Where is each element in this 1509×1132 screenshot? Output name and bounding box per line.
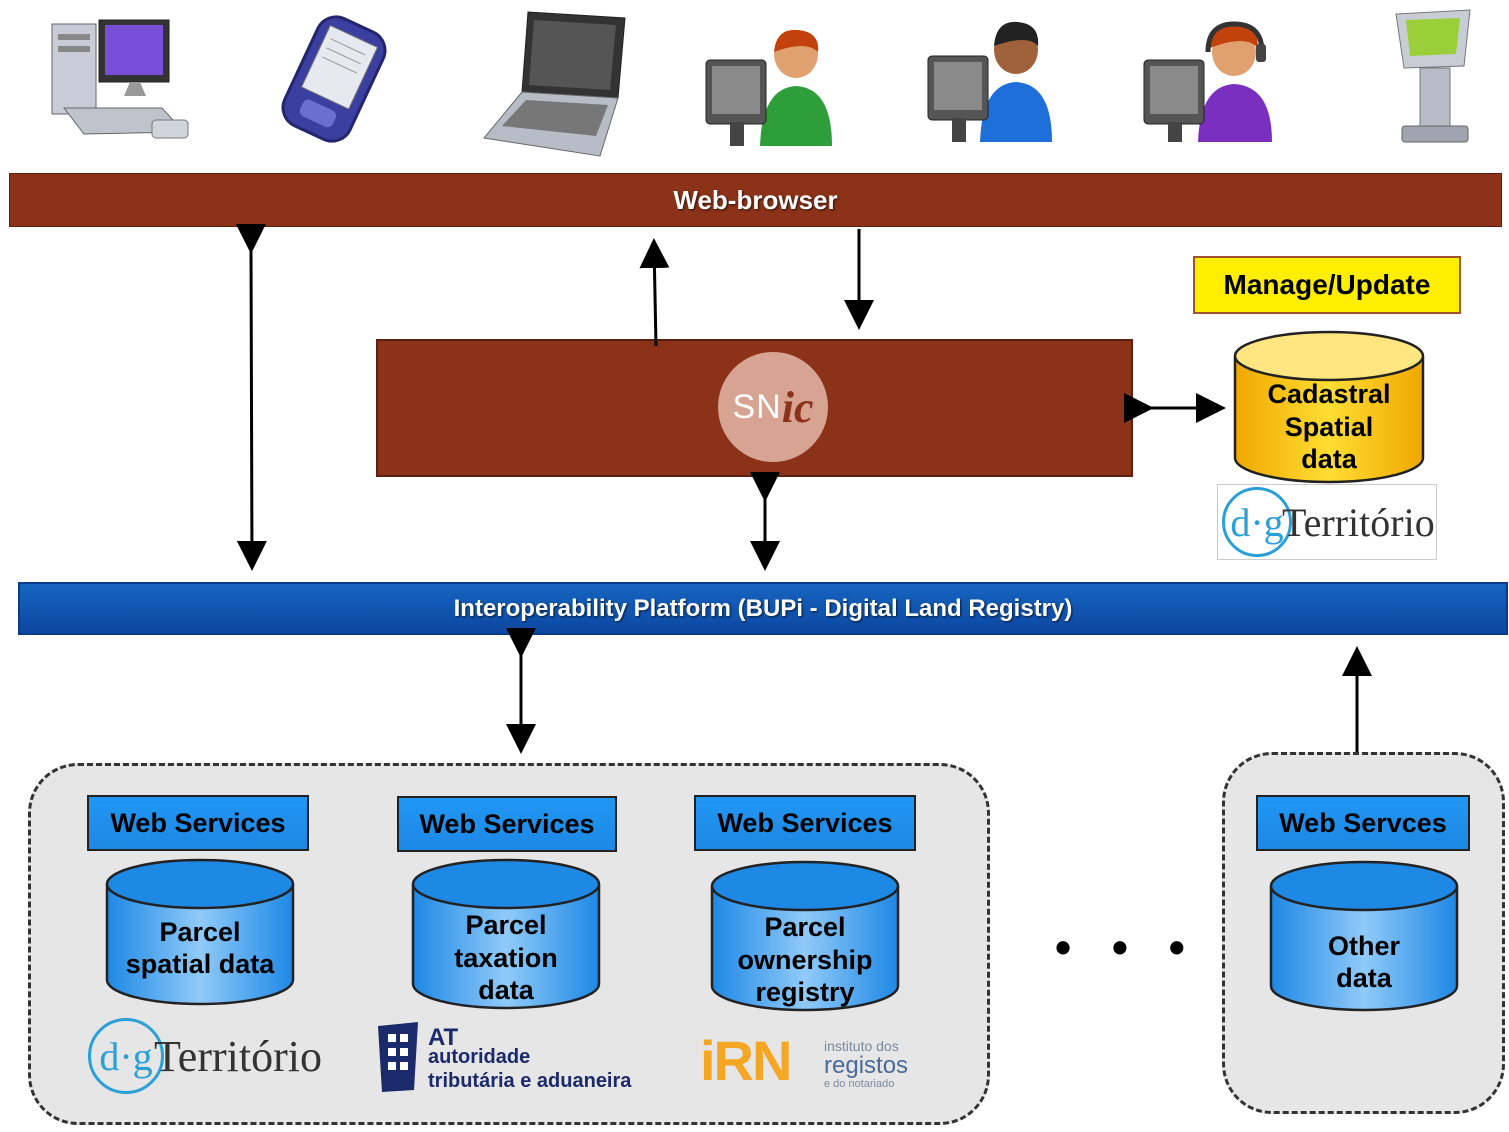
web-browser-layer: Web-browser (9, 173, 1502, 227)
interoperability-platform-label: Interoperability Platform (BUPi - Digita… (453, 594, 1073, 622)
web-services-label: Web Servces (1279, 807, 1447, 838)
at-abbr: AT (428, 1024, 459, 1051)
web-services-label: Web Services (717, 807, 893, 838)
laptop-icon (483, 11, 626, 157)
user-green-icon (705, 29, 832, 146)
other-data-label: Other data (1271, 924, 1457, 1000)
at-line-1: autoridade (428, 1046, 531, 1068)
irn-line-2: registos (824, 1052, 909, 1079)
parcel-ownership-registry-label: Parcel ownership registry (712, 908, 898, 1012)
dgterritorio-text: Território (154, 1031, 322, 1081)
cadastral-line-1: Cadastral (1267, 379, 1391, 410)
parcel-ownership-line-1: Parcel (764, 912, 846, 943)
manage-update-label: Manage/Update (1223, 269, 1431, 300)
more-providers-ellipsis: • • • (1055, 921, 1199, 973)
cadastral-line-2: Spatial (1284, 411, 1374, 442)
cadastral-line-3: data (1301, 444, 1357, 475)
web-services-box-spatial: Web Services (87, 795, 309, 851)
parcel-taxation-data-label: Parcel taxation data (413, 906, 599, 1010)
parcel-taxation-line-1: Parcel (465, 910, 547, 941)
other-data-line-1: Other (1327, 930, 1400, 961)
desktop-computer-icon (51, 19, 189, 139)
parcel-taxation-line-2: taxation (454, 942, 558, 973)
at-line-2: tributária e aduaneira (428, 1070, 632, 1092)
web-services-box-other: Web Servces (1256, 795, 1470, 851)
parcel-taxation-line-3: data (478, 975, 534, 1006)
irn-line-3: e do notariado (824, 1078, 895, 1090)
kiosk-icon (1395, 9, 1471, 143)
web-browser-label: Web-browser (673, 184, 838, 215)
web-services-box-taxation: Web Services (397, 796, 617, 852)
irn-line-1: instituto dos (824, 1038, 899, 1054)
snic-logo-ic: ic (781, 382, 814, 432)
snic-logo-sn: SN (732, 387, 782, 426)
dgterritorio-mark: d·g (1222, 487, 1292, 557)
parcel-spatial-line-1: Parcel (159, 916, 241, 947)
dgterritorio-text: Território (1282, 499, 1435, 545)
parcel-ownership-line-3: registry (755, 977, 855, 1008)
web-services-label: Web Services (110, 807, 286, 838)
irn-logo: iRN instituto dos registos e do notariad… (700, 1029, 920, 1094)
at-logo: AT autoridade tributária e aduaneira (372, 1020, 652, 1096)
parcel-ownership-line-2: ownership (737, 944, 873, 975)
web-services-label: Web Services (419, 808, 595, 839)
parcel-spatial-data-label: Parcel spatial data (107, 908, 293, 988)
dgterritorio-mark: d·g (88, 1018, 164, 1094)
cadastral-spatial-data-cylinder (1233, 330, 1425, 484)
dgterritorio-logo-bottom: d·g Território (88, 1018, 322, 1094)
manage-update-box: Manage/Update (1193, 256, 1461, 314)
dgterritorio-logo-top: d·g Território (1217, 484, 1437, 560)
cadastral-spatial-data-label: Cadastral Spatial data (1232, 372, 1426, 482)
web-services-box-ownership: Web Services (694, 795, 916, 851)
pda-icon (281, 15, 387, 143)
other-data-line-2: data (1336, 963, 1392, 993)
parcel-spatial-line-2: spatial data (125, 949, 275, 979)
user-blue-icon (927, 21, 1052, 142)
irn-mark: iRN (700, 1029, 792, 1092)
interoperability-platform-layer: Interoperability Platform (BUPi - Digita… (18, 582, 1508, 635)
at-emblem-icon (378, 1022, 418, 1092)
call-center-agent-icon (1143, 21, 1272, 142)
